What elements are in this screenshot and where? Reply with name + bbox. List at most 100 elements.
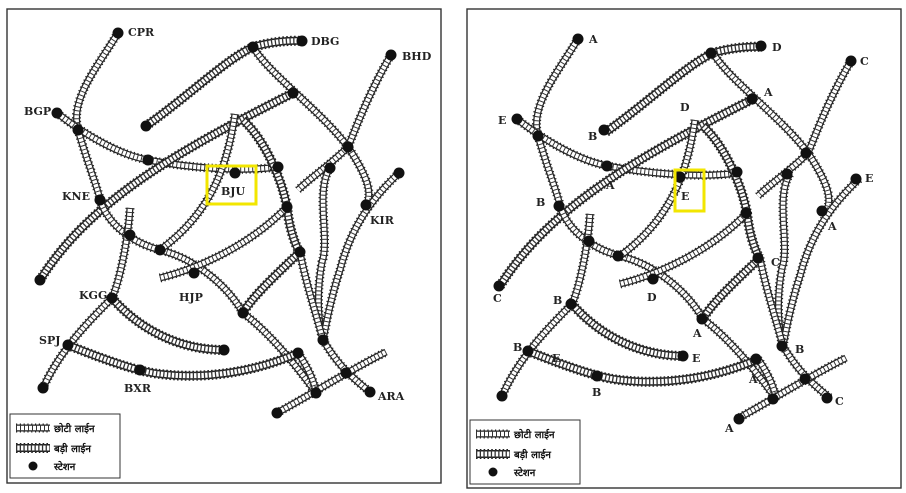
track-sleepers [568,301,685,360]
highlight-box-bju [205,164,258,206]
letter-label: E [552,352,560,365]
narrow-gauge-track [618,209,751,289]
station-dot [51,107,63,119]
track-sleepers [319,170,402,341]
letter-label: D [647,291,657,304]
track-sleepers [756,257,833,401]
track-rail-gap [780,177,861,347]
track-rail [157,113,239,253]
track-rail-gap [275,349,388,415]
station-dot [816,205,828,217]
track-rail [533,37,581,137]
station-label-bju: BJU [221,185,246,198]
station-dot [511,113,523,125]
letter-label: E [681,190,689,203]
track-sleepers [603,42,763,136]
station-dot [591,370,603,382]
station-dot [364,386,376,398]
track-sleepers [533,37,581,137]
right-legend: छोटी लाईन बड़ी लाईन स्टेशन [469,419,581,485]
legend-narrow-label: छोटी लाईन [53,422,95,435]
station-dot [601,160,613,172]
station-dot [247,41,259,53]
station-dot [287,87,299,99]
letter-label: B [536,196,545,209]
left-track-network [35,30,403,417]
letter-label: C [835,395,844,408]
track-rail [159,204,290,282]
station-label-dbg: DBG [311,35,339,48]
station-dot [493,280,505,292]
letter-label: E [498,114,506,127]
track-rail [319,170,402,341]
station-dot [317,334,329,346]
station-dot [845,55,857,67]
station-label-kgg: KGG [79,289,107,302]
left-map-panel: CPR DBG BHD BGP KNE BJU KIR KGG HJP SPJ … [6,8,442,484]
track-rail-gap [158,113,238,252]
legend-broad-label: बड़ी लाईन [53,442,91,455]
letter-label: C [493,292,502,305]
station-dot [565,298,577,310]
track-sleepers [700,123,764,261]
station-label-ara: ARA [377,390,405,403]
station-dot [229,167,241,179]
narrow-gauge-track [778,175,863,347]
track-sleepers [96,198,319,395]
letter-label: A [588,33,598,46]
station-label-bxr: BXR [124,382,152,395]
track-sleepers [240,117,304,255]
track-sleepers [617,119,699,259]
track-rail [779,176,862,347]
track-rail-gap [735,355,848,421]
station-label-bgp: BGP [24,105,51,118]
track-sleepers [36,89,295,283]
station-dot [94,194,106,206]
station-dot [188,267,200,279]
track-sleepers [774,172,794,348]
station-dot [583,235,595,247]
left-station-dots [34,27,405,419]
station-dot [755,40,767,52]
station-dot [124,229,136,241]
station-dot [799,373,811,385]
station-dot [781,168,793,180]
right-map-panel: A D C E B D A A E B C A E B D C B A B B … [466,8,902,489]
letter-label: C [771,256,780,269]
track-sleepers [314,166,334,342]
station-dot [360,199,372,211]
letter-label: A [827,220,837,233]
station-dot [324,162,336,174]
station-dot [218,344,230,356]
highlight-box-e [673,168,706,213]
letter-label: B [513,341,522,354]
station-dot [572,33,584,45]
track-sleepers [296,251,373,395]
station-dot [647,273,659,285]
station-dot [393,167,405,179]
track-sleepers [526,347,760,386]
station-label-hjp: HJP [179,291,203,304]
station-dot [705,47,717,59]
track-sleepers [157,113,239,253]
station-dot [62,339,74,351]
station-dot [292,347,304,359]
track-sleepers [755,356,780,400]
station-dot [72,124,84,136]
station-dot [532,130,544,142]
station-dot [800,147,812,159]
track-rail-gap [604,44,763,135]
letter-label: A [748,373,758,386]
station-dot [310,387,322,399]
station-dot [142,154,154,166]
legend-station-dot [28,461,38,471]
station-dot [821,392,833,404]
letter-label: A [605,179,615,192]
track-sleepers [496,95,755,289]
station-dot [154,244,166,256]
track-sleepers [556,204,779,401]
station-dot [34,274,46,286]
legend-narrow-label: छोटी लाईन [513,428,555,441]
track-sleepers [108,295,225,354]
track-sleepers [159,204,290,282]
